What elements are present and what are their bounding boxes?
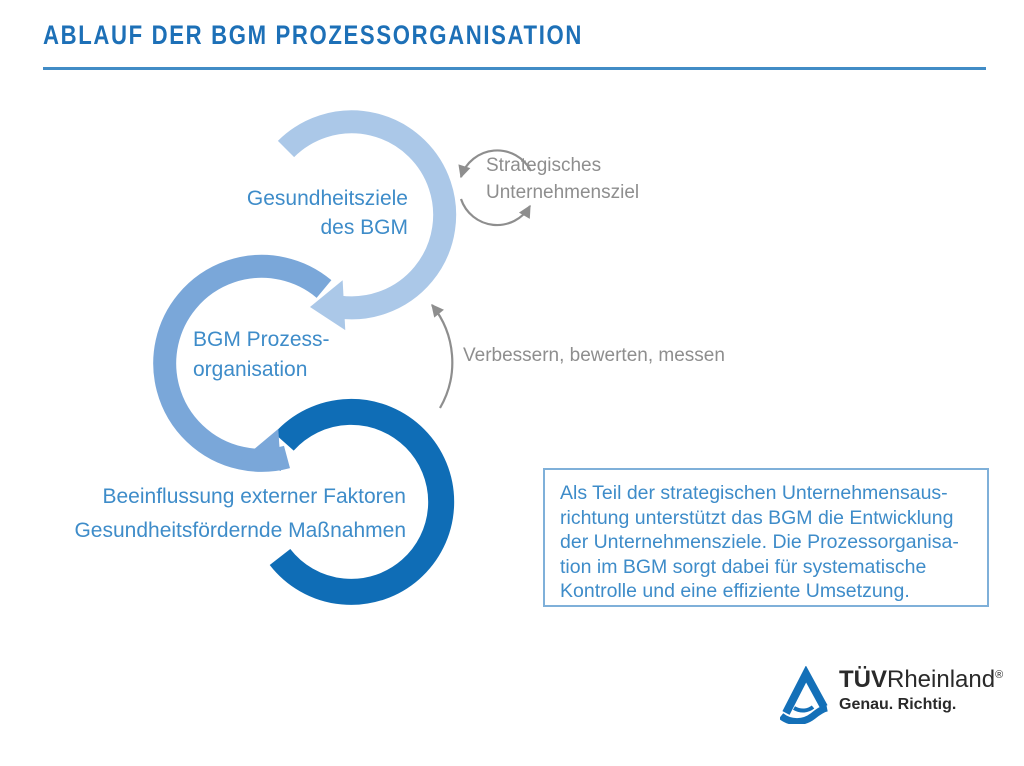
step-label-massnahmen: Beeinflussung externer Faktoren Gesundhe… xyxy=(74,480,406,548)
step3-line2: Gesundheitsfördernde Maßnahmen xyxy=(74,519,406,542)
exchange-arrow-top-icon xyxy=(458,149,532,179)
light-blue-arrowhead-icon xyxy=(310,280,346,331)
step1-line1: Gesundheitsziele xyxy=(246,187,408,210)
tuv-triangle-outline xyxy=(782,666,828,715)
medium-blue-arrowhead-icon xyxy=(239,428,281,471)
tuv-triangle-icon xyxy=(780,666,828,724)
info-box: Als Teil der strategischen Unternehmensa… xyxy=(543,468,989,607)
info-line: richtung unterstützt das BGM die Entwick… xyxy=(560,506,954,529)
step3-line1: Beeinflussung externer Faktoren xyxy=(102,485,406,508)
registered-mark: ® xyxy=(995,669,1004,681)
page-title: ABLAUF DER BGM PROZESSORGANISATION xyxy=(43,20,583,50)
logo-tagline: Genau. Richtig. xyxy=(839,696,957,713)
title-divider xyxy=(43,67,986,70)
info-line: Als Teil der strategischen Unternehmensa… xyxy=(560,482,948,504)
logo-brand: TÜVRheinland® xyxy=(839,662,1003,693)
tuv-rheinland-logo: TÜVRheinland® Genau. Richtig. xyxy=(780,662,1003,724)
step2-line1: BGM Prozess- xyxy=(193,328,330,351)
info-line: der Unternehmensziele. Die Prozessorgani… xyxy=(560,531,959,553)
feedback-arrow-icon xyxy=(431,304,454,409)
step2-line2: organisation xyxy=(193,358,308,381)
external-goal-line2: Unternehmensziel xyxy=(486,182,640,203)
dark-blue-cycle-ring-icon xyxy=(269,398,455,605)
info-line: Kontrolle und eine effiziente Umsetzung. xyxy=(560,580,910,602)
medium-blue-cycle-arrow-icon xyxy=(153,254,332,472)
annotation-strategisches-unternehmensziel: Strategisches Unternehmensziel xyxy=(486,152,639,206)
annotation-verbessern-bewerten-messen: Verbessern, bewerten, messen xyxy=(463,345,725,366)
logo-brand-tuv: TÜV xyxy=(839,666,887,693)
info-line: tion im BGM sorgt dabei für systematisch… xyxy=(560,555,927,578)
logo-text: TÜVRheinland® Genau. Richtig. xyxy=(839,662,1003,714)
logo-brand-rheinland: Rheinland xyxy=(887,666,996,693)
external-goal-line1: Strategisches xyxy=(486,155,602,176)
tuv-triangle-swoosh xyxy=(780,704,828,724)
step-label-prozessorganisation: BGM Prozess- organisation xyxy=(193,325,330,385)
light-blue-cycle-arrow-icon xyxy=(277,110,457,320)
exchange-arrow-bottom-icon xyxy=(459,198,531,227)
tuv-triangle-inner-swoosh xyxy=(793,705,815,713)
step1-line2: des BGM xyxy=(320,216,408,239)
step-label-gesundheitsziele: Gesundheitsziele des BGM xyxy=(247,184,408,242)
